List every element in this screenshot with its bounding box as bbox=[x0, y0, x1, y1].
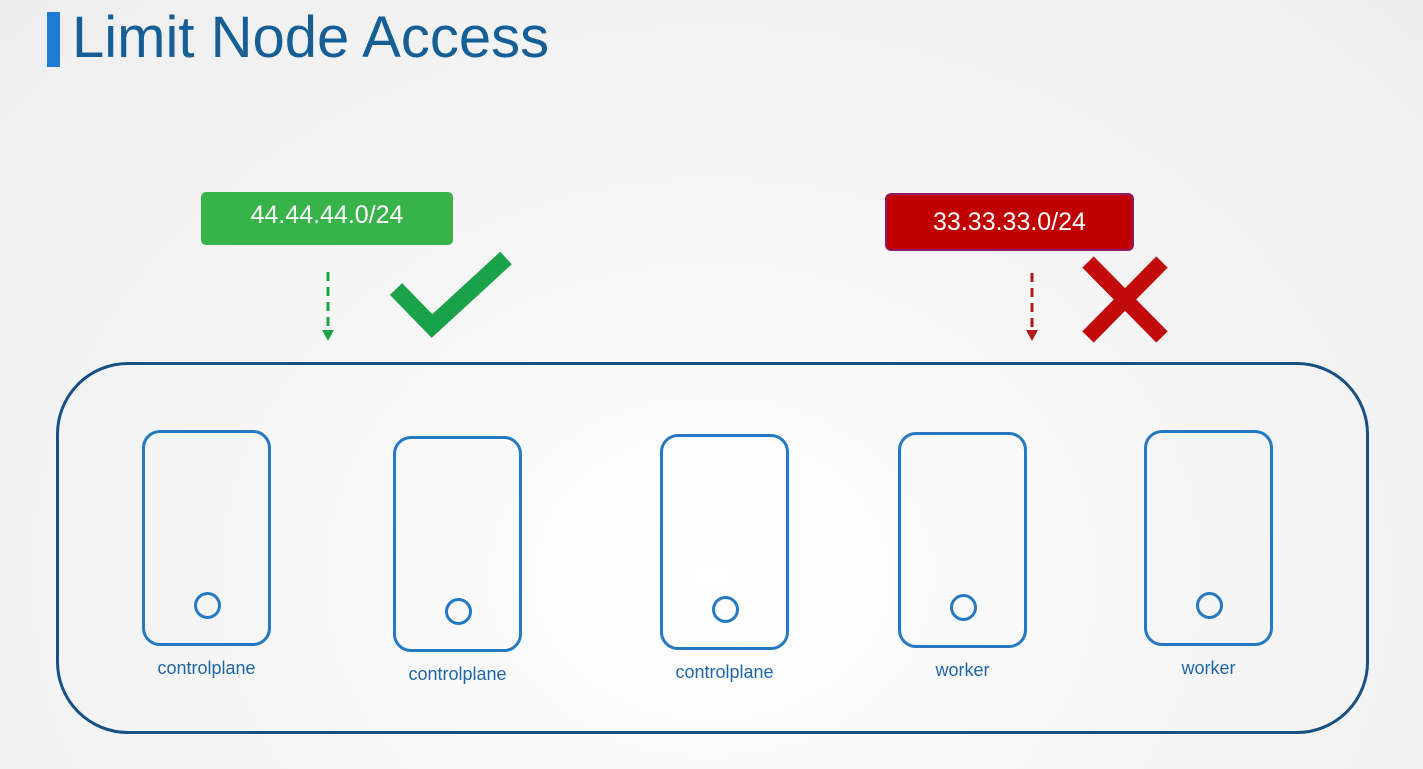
node-controlplane-1: controlplane bbox=[142, 430, 271, 678]
cross-mark-icon bbox=[1082, 256, 1168, 343]
power-indicator-icon bbox=[193, 592, 221, 619]
power-indicator-icon bbox=[711, 596, 739, 623]
page-title: Limit Node Access bbox=[72, 5, 550, 70]
node-worker-1: worker bbox=[898, 432, 1027, 680]
power-indicator-icon bbox=[1195, 592, 1223, 619]
server-icon bbox=[142, 430, 271, 646]
check-mark-icon bbox=[389, 251, 512, 338]
power-indicator-icon bbox=[444, 598, 472, 625]
denied-cidr-label: 33.33.33.0/24 bbox=[885, 193, 1134, 251]
node-controlplane-2: controlplane bbox=[393, 436, 522, 684]
server-icon bbox=[1144, 430, 1273, 646]
server-icon bbox=[660, 434, 789, 650]
node-label: worker bbox=[935, 660, 990, 680]
node-controlplane-3: controlplane bbox=[660, 434, 789, 682]
node-worker-2: worker bbox=[1144, 430, 1273, 678]
server-icon bbox=[898, 432, 1027, 648]
allowed-cidr-label: 44.44.44.0/24 bbox=[201, 192, 453, 245]
title-accent-bar bbox=[47, 12, 60, 67]
node-label: controlplane bbox=[408, 664, 507, 684]
power-indicator-icon bbox=[949, 594, 977, 621]
node-label: worker bbox=[1181, 658, 1236, 678]
cluster-boundary bbox=[56, 362, 1369, 734]
allowed-arrow bbox=[322, 272, 334, 341]
denied-arrow bbox=[1026, 273, 1038, 341]
node-label: controlplane bbox=[675, 662, 774, 682]
node-label: controlplane bbox=[157, 658, 256, 678]
server-icon bbox=[393, 436, 522, 652]
